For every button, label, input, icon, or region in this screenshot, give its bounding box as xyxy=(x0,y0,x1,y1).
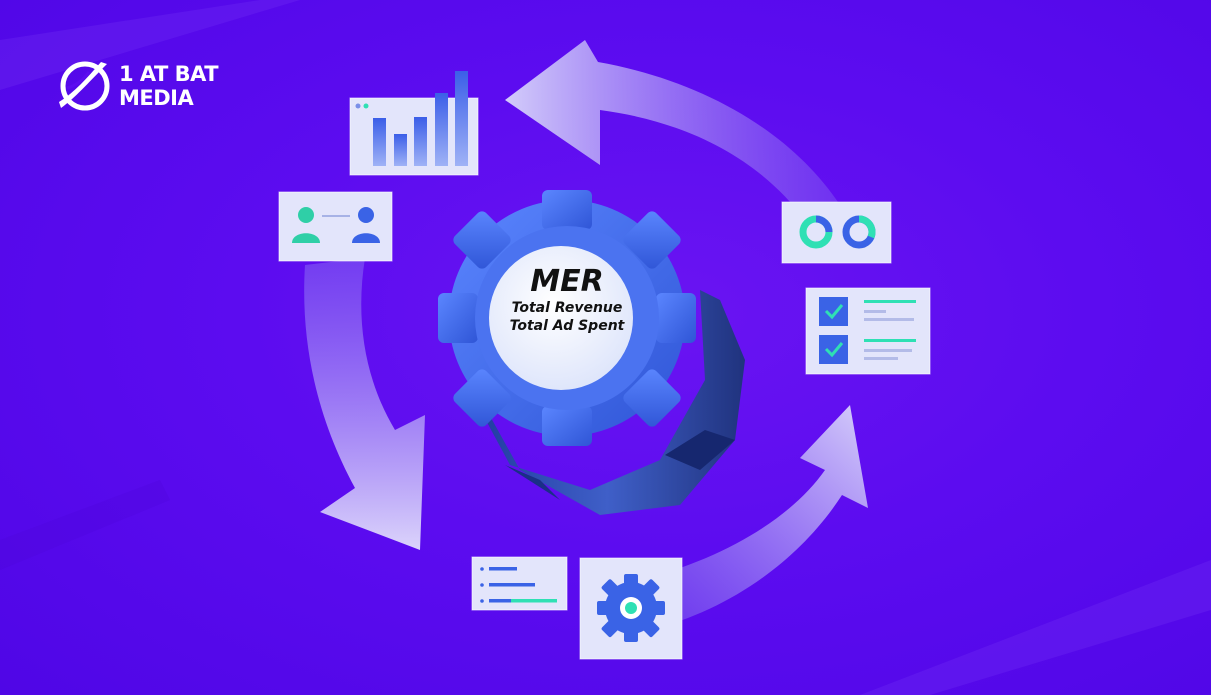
brand-wordmark: 1 AT BAT MEDIA xyxy=(119,62,219,110)
user-icon xyxy=(352,207,380,243)
center-gear xyxy=(438,190,745,515)
checkbox-icon xyxy=(819,297,848,326)
checklist-card xyxy=(805,287,931,375)
list-icon xyxy=(480,567,557,603)
gear-icon xyxy=(597,574,665,642)
user-icon xyxy=(292,207,320,243)
mer-title: MER xyxy=(530,264,604,299)
brand-line-2: MEDIA xyxy=(119,86,194,110)
donut-chart-icon xyxy=(799,215,833,249)
window-dot xyxy=(363,103,369,109)
donut-chart-icon xyxy=(842,215,876,249)
list-card xyxy=(471,556,568,611)
cycle-arrow-top xyxy=(505,40,840,220)
brand-logo: 1 AT BAT MEDIA xyxy=(57,58,219,114)
baseball-swoosh-icon xyxy=(59,61,110,111)
gear-hub xyxy=(489,246,633,390)
mer-denominator: Total Ad Spent xyxy=(509,318,625,334)
settings-card xyxy=(579,557,683,660)
users-connection-card xyxy=(278,191,393,262)
bar-chart-card xyxy=(349,71,479,176)
checkbox-icon xyxy=(819,335,848,364)
donut-charts-card xyxy=(781,201,892,264)
bar-chart-icon xyxy=(373,71,468,166)
brand-line-1: 1 AT BAT xyxy=(119,62,219,86)
cycle-arrow-left xyxy=(304,258,425,550)
mer-numerator: Total Revenue xyxy=(511,300,623,316)
cycle-arrow-right xyxy=(640,405,868,630)
mer-formula: MER Total Revenue Total Ad Spent xyxy=(492,265,642,335)
window-dot xyxy=(355,103,361,109)
